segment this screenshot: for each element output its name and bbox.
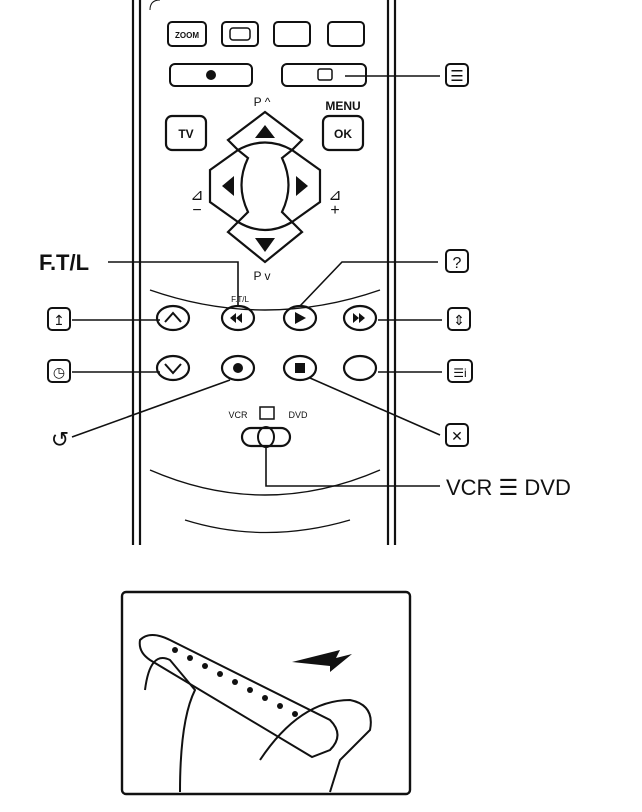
index-callout: ☰i: [453, 366, 466, 380]
up-arrow-icon: [255, 125, 275, 138]
ok-button-label: OK: [334, 127, 352, 141]
battery-slide-arrow-icon: [292, 650, 352, 672]
help-callout-icon: [445, 249, 469, 273]
power-vcr-button[interactable]: [342, 354, 378, 382]
menu-label: MENU: [325, 99, 360, 113]
p-down-label: P v: [253, 269, 270, 283]
tv-button-label: TV: [178, 127, 193, 141]
top-button-row: ZOOM: [167, 21, 365, 47]
remote-body: [131, 0, 397, 545]
index-callout-icon: [447, 359, 473, 383]
illustration-frame: [120, 590, 412, 796]
p-up-label: P ^: [254, 95, 271, 109]
vcr-dvd-switch: VCR DVD: [228, 406, 308, 448]
stop-button[interactable]: [282, 354, 318, 382]
navigation-cluster: P ^ ⊿ − ⊿ + P v: [190, 95, 341, 283]
expand-callout-icon: [447, 307, 471, 331]
record-button[interactable]: [220, 354, 256, 382]
hold-callout: ↥: [53, 312, 65, 328]
format-button[interactable]: [221, 21, 259, 47]
cancel-callout-icon: [445, 423, 469, 447]
record-icon: [233, 363, 243, 373]
remote-in-hand: [138, 634, 339, 759]
expand-top-button[interactable]: [155, 304, 191, 332]
slider-knob: [257, 426, 275, 448]
function-row-2: [155, 354, 378, 382]
vol-plus-sign: +: [330, 202, 339, 219]
info-icon: [206, 70, 216, 80]
reveal-callout: ↺: [51, 427, 69, 452]
right-hand: [259, 698, 372, 793]
ftl-callout: F.T/L: [39, 250, 89, 275]
caret-down-icon: [164, 363, 182, 375]
right-arrow-icon: [296, 176, 308, 196]
callout-lines: [71, 75, 442, 487]
vcr-dvd-callout: VCR ☰ DVD: [446, 475, 571, 500]
clock-callout: ◷: [53, 364, 65, 380]
dvd-small-label: DVD: [288, 410, 308, 420]
ftl-small-label: F.T/L: [231, 295, 249, 304]
switch-icon: [259, 406, 275, 420]
zoom-button-label: ZOOM: [175, 31, 199, 40]
text-mode-button[interactable]: [281, 63, 367, 87]
vol-down-button[interactable]: [208, 148, 250, 224]
fast-forward-icon: [353, 313, 365, 323]
p-down-button[interactable]: [226, 220, 304, 264]
play-icon: [295, 312, 306, 324]
help-callout: ?: [453, 255, 462, 272]
remote-buttons-sketch: [172, 647, 298, 717]
caret-up-icon: [164, 311, 182, 323]
format-icon: [229, 27, 251, 41]
blank-button-2[interactable]: [327, 21, 365, 47]
rewind-icon: [230, 313, 242, 323]
vcr-small-label: VCR: [228, 410, 248, 420]
vol-minus-sign: −: [192, 202, 201, 219]
zoom-button[interactable]: [167, 21, 207, 47]
text-mode-callout: ☰: [450, 68, 463, 85]
fast-forward-button[interactable]: [342, 304, 378, 332]
expand-callout: ⇕: [453, 312, 465, 328]
function-row-1: F.T/L: [155, 295, 378, 332]
left-hand: [144, 657, 197, 793]
vol-up-button[interactable]: [280, 148, 322, 224]
tv-ok-row: TV MENU OK: [164, 99, 365, 152]
tv-button[interactable]: [164, 114, 208, 152]
info-button[interactable]: [169, 63, 253, 87]
vcr-dvd-slider[interactable]: [240, 426, 292, 448]
hold-callout-icon: [47, 307, 71, 331]
clock-callout-icon: [47, 359, 71, 383]
battery-illustration: [120, 590, 412, 796]
stop-icon: [295, 363, 305, 373]
p-up-button[interactable]: [226, 110, 304, 152]
blank-button-1[interactable]: [273, 21, 311, 47]
vol-plus-label: ⊿: [328, 187, 341, 204]
cancel-callout: ✕: [451, 428, 463, 444]
text-mode-icon: [317, 68, 333, 81]
callout-labels: ☰ F.T/L ? ↥ ⇕ ◷ ☰i ↺ ✕ VCR ☰ DVD: [39, 63, 571, 500]
info-row: [169, 63, 367, 87]
vol-minus-label: ⊿: [190, 187, 203, 204]
text-mode-callout-icon: [445, 63, 469, 87]
down-arrow-icon: [255, 238, 275, 252]
ok-button[interactable]: [321, 114, 365, 152]
hold-button[interactable]: [155, 354, 191, 382]
left-arrow-icon: [222, 176, 234, 196]
